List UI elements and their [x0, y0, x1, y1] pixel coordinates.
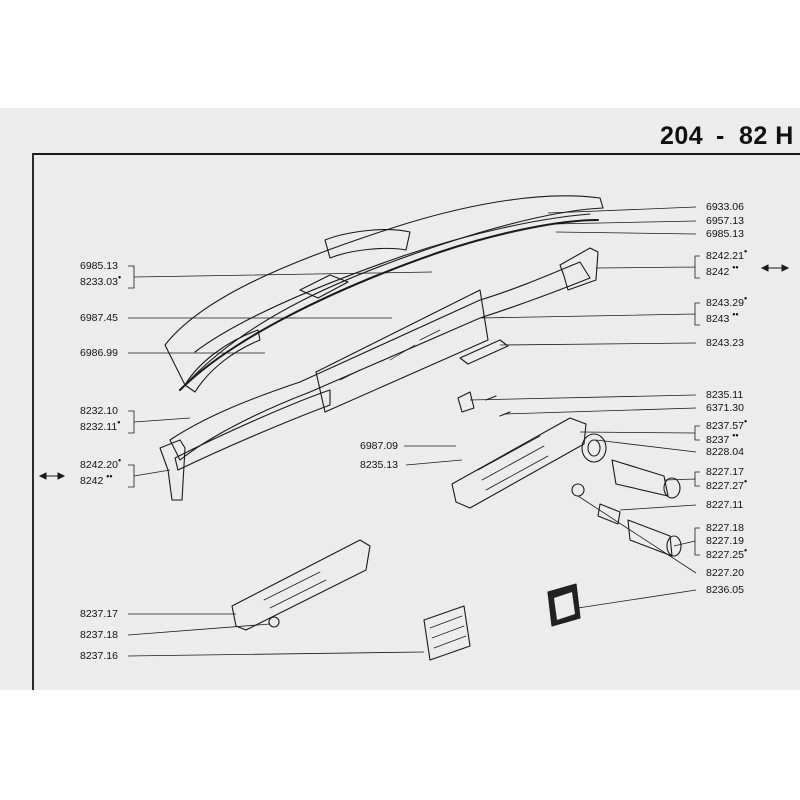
left-bracket	[159, 439, 186, 501]
label-6987-45: 6987.45	[80, 312, 118, 324]
switch-small	[457, 391, 475, 413]
label-8235-11: 8235.11	[706, 389, 744, 401]
left-frame-rule	[32, 153, 34, 690]
label-8227-27: 8227.27•	[706, 476, 748, 492]
glovebox-panel	[315, 289, 489, 413]
label-6987-09: 6987.09	[360, 440, 398, 452]
lighter-ring	[581, 433, 607, 463]
label-6933-06: 6933.06	[706, 201, 744, 213]
lighter-element	[597, 503, 621, 525]
center-console-slots	[477, 435, 549, 491]
label-8232-10: 8232.10	[80, 405, 118, 417]
label-8227-25: 8227.25•	[706, 545, 748, 561]
label-8236-05: 8236.05	[706, 584, 744, 596]
label-8227-20: 8227.20	[706, 567, 744, 579]
label-8242-right: 8242 ••	[706, 262, 739, 278]
lighter-cylinder	[627, 519, 673, 557]
glovebox-hatch	[339, 329, 441, 381]
page-code-right: 82 H	[739, 122, 794, 150]
header-rule	[32, 153, 800, 155]
label-8228-04: 8228.04	[706, 446, 744, 458]
label-8227-17: 8227.17	[706, 466, 744, 478]
label-8243-23: 8243.23	[706, 337, 744, 349]
label-8243: 8243 ••	[706, 309, 739, 325]
label-8227-11: 8227.11	[706, 499, 744, 511]
paper-background	[0, 108, 800, 690]
lighter-body	[611, 459, 669, 497]
dashboard-lower-face	[174, 389, 331, 471]
label-6985-13-left: 6985.13	[80, 260, 118, 272]
label-8242-20: 8242.20•	[80, 455, 122, 471]
instrument-hood	[324, 229, 411, 259]
label-8237-16: 8237.16	[80, 650, 118, 662]
tray	[423, 605, 471, 661]
label-8243-29: 8243.29•	[706, 293, 748, 309]
knob-small	[571, 483, 585, 497]
label-8232-11: 8232.11•	[80, 417, 121, 433]
label-8242-21: 8242.21•	[706, 246, 748, 262]
dashboard-cap	[184, 329, 261, 393]
label-8227-19: 8227.19	[706, 535, 744, 547]
page-code-dash: -	[716, 122, 725, 150]
center-console-panel	[451, 417, 587, 509]
label-6371-30: 6371.30	[706, 402, 744, 414]
leader-lines-right	[469, 206, 700, 609]
label-6986-99: 6986.99	[80, 347, 118, 359]
dashboard-top-inner	[194, 213, 591, 353]
badge	[459, 339, 509, 365]
label-8235-13: 8235.13	[360, 459, 398, 471]
label-8237: 8237 ••	[706, 430, 739, 446]
leader-lines-left	[127, 265, 463, 657]
label-8237-17: 8237.17	[80, 608, 118, 620]
label-6985-13-right: 6985.13	[706, 228, 744, 240]
label-8233-03: 8233.03•	[80, 272, 122, 288]
knob-lower	[268, 616, 280, 628]
dashboard-crest-line	[179, 219, 599, 391]
label-8227-18: 8227.18	[706, 522, 744, 534]
page-code-left: 204	[660, 122, 704, 150]
label-8242-left: 8242 ••	[80, 471, 113, 487]
arrow-indicators	[38, 264, 790, 480]
dashboard-lower-body	[169, 261, 591, 461]
hood-grille	[299, 274, 349, 299]
lower-console-slots	[263, 571, 327, 609]
label-6957-13: 6957.13	[706, 215, 744, 227]
label-8237-18: 8237.18	[80, 629, 118, 641]
lower-console-panel	[231, 539, 371, 631]
dashboard-top-outline	[164, 195, 604, 386]
right-bracket	[559, 247, 599, 291]
label-8237-57: 8237.57•	[706, 416, 748, 432]
